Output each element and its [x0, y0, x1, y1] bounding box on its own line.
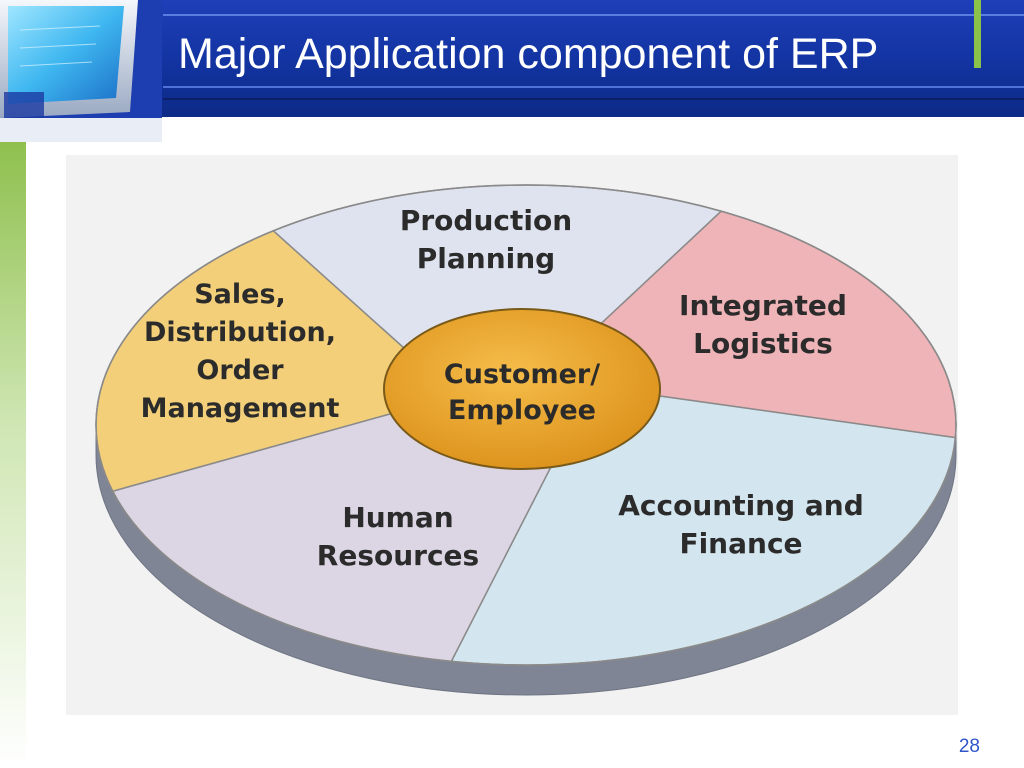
page-title: Major Application component of ERP	[178, 30, 879, 78]
center-hub	[383, 308, 661, 470]
monitor-icon	[0, 0, 162, 142]
sidebar-accent	[0, 142, 26, 768]
disk-outline	[95, 184, 957, 666]
center-label: Customer/Employee	[444, 359, 600, 426]
segment-label-line: Production	[400, 204, 572, 237]
header-rule-top	[163, 14, 1024, 16]
center-label-line: Customer/	[444, 359, 600, 390]
segment-label-line: Finance	[679, 527, 802, 560]
segment-label-line: Planning	[417, 242, 555, 275]
center-label-line: Employee	[448, 395, 596, 426]
segment-label-line: Distribution,	[144, 317, 336, 348]
segment-label-line: Resources	[317, 539, 479, 572]
segment-label-line: Human	[342, 501, 453, 534]
segment-label-line: Logistics	[693, 327, 833, 360]
header-accent	[974, 0, 981, 68]
header-rule-bottom	[163, 86, 1024, 88]
page-number: 28	[958, 736, 980, 757]
segment-label-line: Order	[196, 355, 284, 386]
segment-label-line: Integrated	[679, 289, 847, 322]
segment-label-line: Management	[141, 393, 340, 424]
segment-label-line: Sales,	[194, 279, 286, 310]
monitor-panel	[0, 0, 162, 142]
header-rule-shadow	[163, 98, 1024, 100]
segment-label-line: Accounting and	[618, 489, 864, 522]
header-bar	[0, 0, 1024, 117]
